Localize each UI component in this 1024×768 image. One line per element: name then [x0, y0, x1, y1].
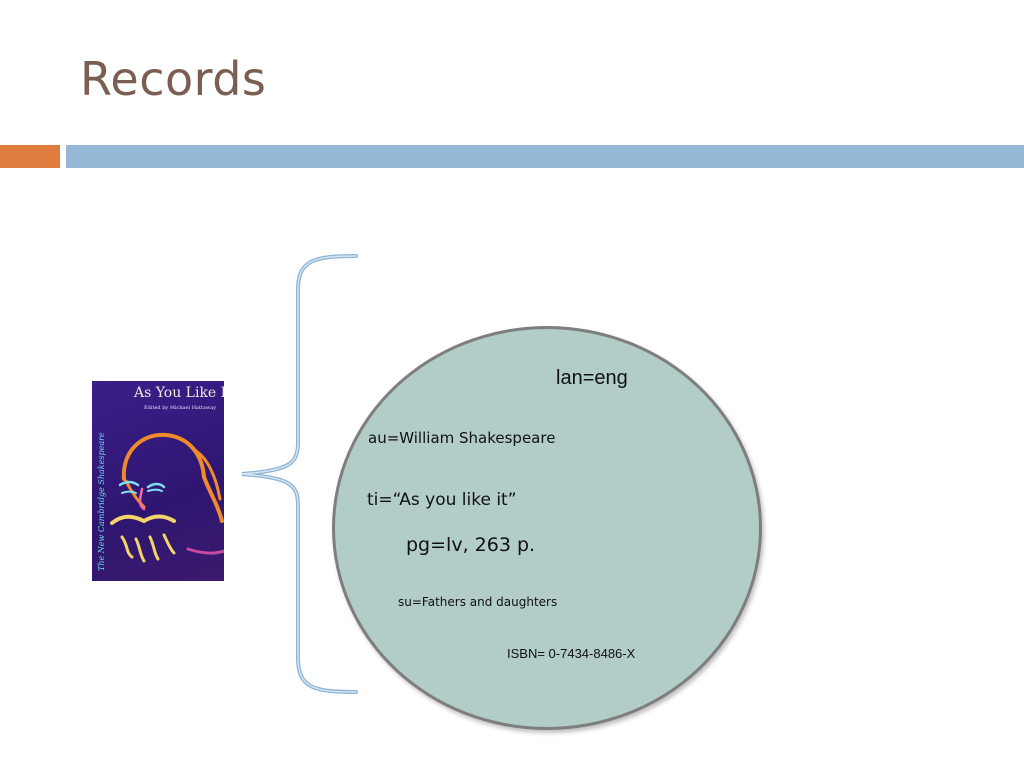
- cover-subtitle: Edited by Michael Hattaway: [144, 405, 217, 411]
- curly-brace: [241, 254, 358, 694]
- cover-spine-text: The New Cambridge Shakespeare: [97, 432, 106, 571]
- record-circle: [332, 326, 762, 730]
- book-cover-image: The New Cambridge Shakespeare As You Lik…: [92, 381, 224, 581]
- field-author: au=William Shakespeare: [368, 429, 556, 447]
- field-language: lan=eng: [556, 367, 628, 389]
- field-title: ti=“As you like it”: [367, 490, 517, 510]
- accent-bar-orange: [0, 145, 60, 168]
- field-pagination: pg=lv, 263 p.: [406, 534, 536, 556]
- cover-title: As You Like It: [134, 385, 224, 401]
- field-subject: su=Fathers and daughters: [398, 595, 558, 609]
- slide-title: Records: [80, 52, 267, 106]
- accent-bar-blue: [66, 145, 1024, 168]
- field-isbn: ISBN= 0-7434-8486-X: [507, 646, 636, 661]
- book-cover-art: The New Cambridge Shakespeare: [97, 432, 224, 571]
